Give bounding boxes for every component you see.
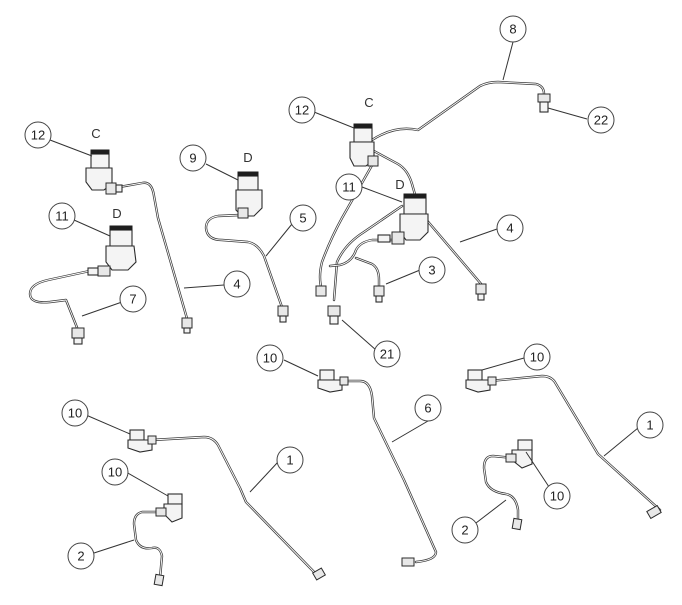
tube-5: [204, 213, 285, 312]
fitting-10-e: [505, 439, 533, 469]
callout-9: 9: [179, 144, 207, 172]
callout-21: 21: [373, 340, 401, 368]
svg-text:7: 7: [129, 292, 136, 307]
svg-text:21: 21: [380, 347, 394, 362]
svg-text:2: 2: [461, 523, 468, 538]
svg-text:8: 8: [509, 22, 516, 37]
svg-text:9: 9: [189, 151, 196, 166]
callout-7: 7: [119, 285, 147, 313]
svg-text:11: 11: [342, 180, 356, 195]
svg-text:10: 10: [530, 350, 544, 365]
callout-8: 8: [499, 15, 527, 43]
tube-end-fittings: [71, 283, 662, 587]
svg-text:2: 2: [77, 549, 84, 564]
svg-text:1: 1: [646, 418, 653, 433]
callout-12-right: 12: [288, 96, 316, 124]
callout-1-right: 1: [636, 411, 664, 439]
tube-3: [328, 238, 404, 288]
callout-10-c: 10: [256, 344, 284, 372]
callout-22: 22: [587, 106, 615, 134]
callout-10-b: 10: [101, 458, 129, 486]
callout-5: 5: [289, 204, 317, 232]
tube-4-left: [106, 181, 190, 324]
letter-d-right: D: [395, 177, 404, 192]
svg-text:22: 22: [594, 113, 608, 128]
callout-6: 6: [414, 394, 442, 422]
svg-text:4: 4: [506, 221, 513, 236]
fitting-10-a: [127, 429, 157, 453]
fitting-10-c: [317, 369, 349, 393]
fitting-12-right: [349, 123, 379, 167]
callout-4-left: 4: [223, 270, 251, 298]
fitting-9: [235, 171, 263, 219]
callout-4-right: 4: [496, 214, 524, 242]
letter-d-mid: D: [243, 150, 252, 165]
leader-lines: [49, 41, 639, 554]
callout-12-left: 12: [24, 121, 52, 149]
callout-10-a: 10: [61, 399, 89, 427]
tube-2-left: [132, 510, 168, 580]
svg-text:10: 10: [263, 351, 277, 366]
fitting-10-d: [465, 369, 497, 393]
callout-11-left: 11: [48, 202, 76, 230]
fitting-22: [537, 93, 551, 113]
tube-21: [318, 158, 404, 302]
callout-2-left: 2: [67, 542, 95, 570]
tube-2-right: [482, 454, 520, 526]
tube-1-right: [488, 374, 662, 512]
callout-2-right: 2: [451, 516, 479, 544]
tube-8: [370, 80, 546, 142]
tube-1-left: [150, 435, 318, 576]
letter-c-left: C: [91, 126, 100, 141]
letter-c-right: C: [364, 95, 373, 110]
svg-text:12: 12: [31, 128, 45, 143]
svg-text:5: 5: [299, 211, 306, 226]
letter-d-left: D: [112, 206, 121, 221]
fitting-10-b: [155, 493, 183, 523]
svg-text:11: 11: [55, 209, 69, 224]
fitting-11-right: [377, 193, 429, 245]
fitting-12-left: [85, 149, 123, 195]
svg-text:10: 10: [550, 489, 564, 504]
fitting-11-left: [87, 225, 137, 277]
callout-3: 3: [418, 256, 446, 284]
svg-text:10: 10: [108, 465, 122, 480]
svg-text:4: 4: [233, 277, 240, 292]
svg-text:3: 3: [428, 263, 435, 278]
svg-text:12: 12: [295, 103, 309, 118]
fitting-21: [327, 305, 341, 325]
tube-6: [340, 379, 438, 564]
svg-text:1: 1: [286, 453, 293, 468]
callout-10-d: 10: [523, 343, 551, 371]
tube-7: [28, 262, 124, 332]
callout-11-right: 11: [335, 173, 363, 201]
callout-1-left: 1: [276, 446, 304, 474]
callout-10-e: 10: [543, 482, 571, 510]
svg-text:10: 10: [68, 406, 82, 421]
svg-text:6: 6: [424, 401, 431, 416]
